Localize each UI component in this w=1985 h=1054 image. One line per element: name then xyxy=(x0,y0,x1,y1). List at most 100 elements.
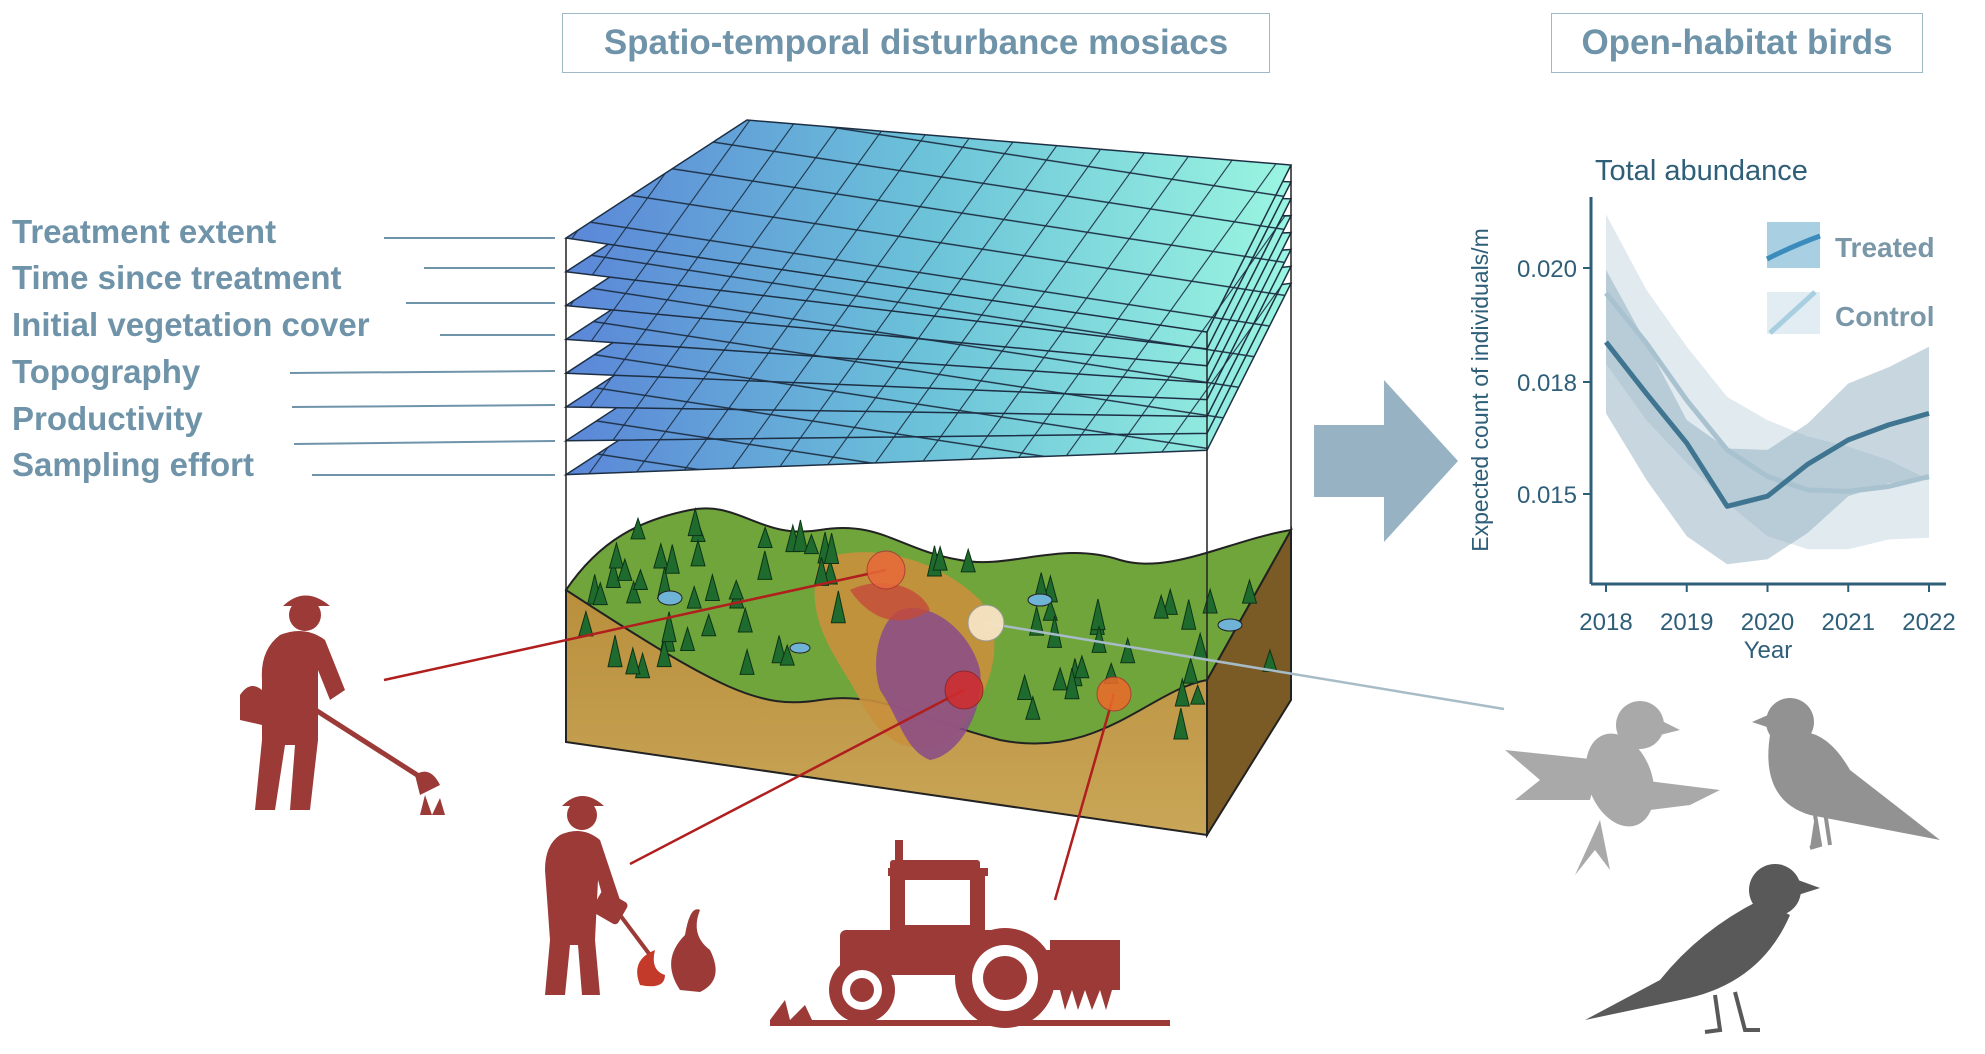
tree-icon xyxy=(1120,636,1136,664)
right-arrow-icon xyxy=(1314,380,1458,542)
chart-title: Total abundance xyxy=(1595,155,1808,187)
factor-connectors xyxy=(289,237,556,476)
tree-icon xyxy=(1016,673,1033,700)
tree-icon xyxy=(653,541,669,569)
tree-icon xyxy=(813,557,830,586)
line-control xyxy=(1604,291,1930,494)
tree-icon xyxy=(686,584,702,609)
factor-productivity: Productivity xyxy=(12,400,203,437)
factor-initial-vegetation-cover: Initial vegetation cover xyxy=(12,306,370,343)
tree-icon xyxy=(803,533,820,555)
tree-icon xyxy=(605,559,621,589)
grid-layer-cells xyxy=(566,120,1291,332)
bird-site-connector xyxy=(985,621,1505,711)
tree-icon xyxy=(1173,707,1189,740)
brush-cutter-worker-icon xyxy=(240,595,445,815)
legend-label-control: Control xyxy=(1835,301,1935,332)
tree-icon xyxy=(830,590,846,624)
tree-icon xyxy=(1241,578,1258,604)
y-tick-label: 0.018 xyxy=(1517,370,1577,397)
tree-icon xyxy=(932,544,948,571)
axis-ticks: 2018 2019 2020 2021 2022 0.020 0.018 0.015 xyxy=(1517,256,1956,636)
pond xyxy=(1027,593,1053,607)
tree-icon xyxy=(630,516,646,540)
line-treated xyxy=(1604,340,1930,509)
tree-icon xyxy=(779,643,795,666)
site-marker-burning xyxy=(944,670,984,710)
x-tick-label: 2022 xyxy=(1902,609,1955,636)
pond xyxy=(789,642,811,654)
tree-icon xyxy=(728,579,744,600)
site-marker-bird-survey xyxy=(967,604,1005,642)
legend-label-treated: Treated xyxy=(1835,232,1935,263)
header-open-habitat-birds: Open-habitat birds xyxy=(1551,13,1923,73)
tree-icon xyxy=(704,572,721,601)
tree-icon xyxy=(679,625,696,652)
series-lines xyxy=(1604,291,1930,509)
factor-treatment-extent: Treatment extent xyxy=(12,213,277,250)
tree-icon xyxy=(661,611,677,643)
factor-time-since-treatment: Time since treatment xyxy=(12,259,342,296)
tree-icon xyxy=(1025,695,1041,720)
y-tick-label: 0.015 xyxy=(1517,482,1577,509)
site-marker-mowing xyxy=(866,550,906,590)
data-layer-stack xyxy=(563,119,1293,476)
site-marker-tilling xyxy=(1096,676,1132,712)
abundance-chart: Total abundance 2018 2019 2020 2021 2022 0.02… xyxy=(1467,155,1956,664)
tree-icon xyxy=(737,606,753,633)
tree-icon xyxy=(592,581,608,606)
prescribed-burn-worker-icon xyxy=(545,796,716,995)
tree-icon xyxy=(1182,656,1199,684)
tree-icon xyxy=(625,580,642,604)
tractor-icon xyxy=(770,840,1170,1028)
y-axis-label: Expected count of individuals/m xyxy=(1467,228,1493,551)
tree-icon xyxy=(1162,587,1178,615)
tree-icon xyxy=(632,568,649,590)
tree-icon xyxy=(656,639,672,668)
tree-icon xyxy=(1074,654,1090,679)
x-tick-label: 2021 xyxy=(1822,609,1875,636)
tree-icon xyxy=(960,547,976,573)
tree-icon xyxy=(1052,666,1068,691)
x-tick-label: 2020 xyxy=(1741,609,1794,636)
tree-icon xyxy=(607,635,623,668)
factor-topography: Topography xyxy=(12,353,201,390)
tree-icon xyxy=(701,612,717,637)
tree-icon xyxy=(617,557,633,581)
factor-sampling-effort: Sampling effort xyxy=(12,446,255,483)
tree-icon xyxy=(1181,599,1197,630)
burned-patch-red xyxy=(850,582,930,621)
pond xyxy=(657,590,683,606)
tree-icon xyxy=(1042,598,1059,621)
treatment-connectors xyxy=(383,568,1116,901)
tree-icon xyxy=(757,550,773,580)
tree-icon xyxy=(1028,606,1045,636)
tree-icon xyxy=(687,506,703,537)
tree-icon xyxy=(1046,615,1063,648)
tree-icon xyxy=(690,538,706,567)
bird-flying-icon xyxy=(1505,701,1720,875)
tree-icon xyxy=(739,647,755,675)
tree-icon xyxy=(823,532,840,564)
tree-icon xyxy=(757,525,773,549)
tree-icon xyxy=(1189,683,1206,705)
header-disturbance-mosaics: Spatio-temporal disturbance mosiacs xyxy=(562,13,1270,73)
tree-icon xyxy=(608,541,625,569)
x-tick-label: 2018 xyxy=(1579,609,1632,636)
tree-icon xyxy=(792,519,809,552)
bird-dark-icon xyxy=(1585,864,1820,1034)
x-axis-label: Year xyxy=(1744,637,1793,664)
tree-icon xyxy=(771,635,787,664)
terrain-block xyxy=(564,506,1293,839)
legend: Treated Control xyxy=(1765,222,1935,335)
tree-icon xyxy=(625,646,641,675)
y-tick-label: 0.020 xyxy=(1517,256,1577,283)
x-tick-label: 2019 xyxy=(1660,609,1713,636)
forest xyxy=(578,506,1278,740)
tree-icon xyxy=(664,544,680,574)
pond xyxy=(1217,618,1243,632)
tree-icon xyxy=(1174,677,1190,707)
tree-icon xyxy=(1091,624,1107,653)
bird-perched-icon xyxy=(1752,698,1940,850)
